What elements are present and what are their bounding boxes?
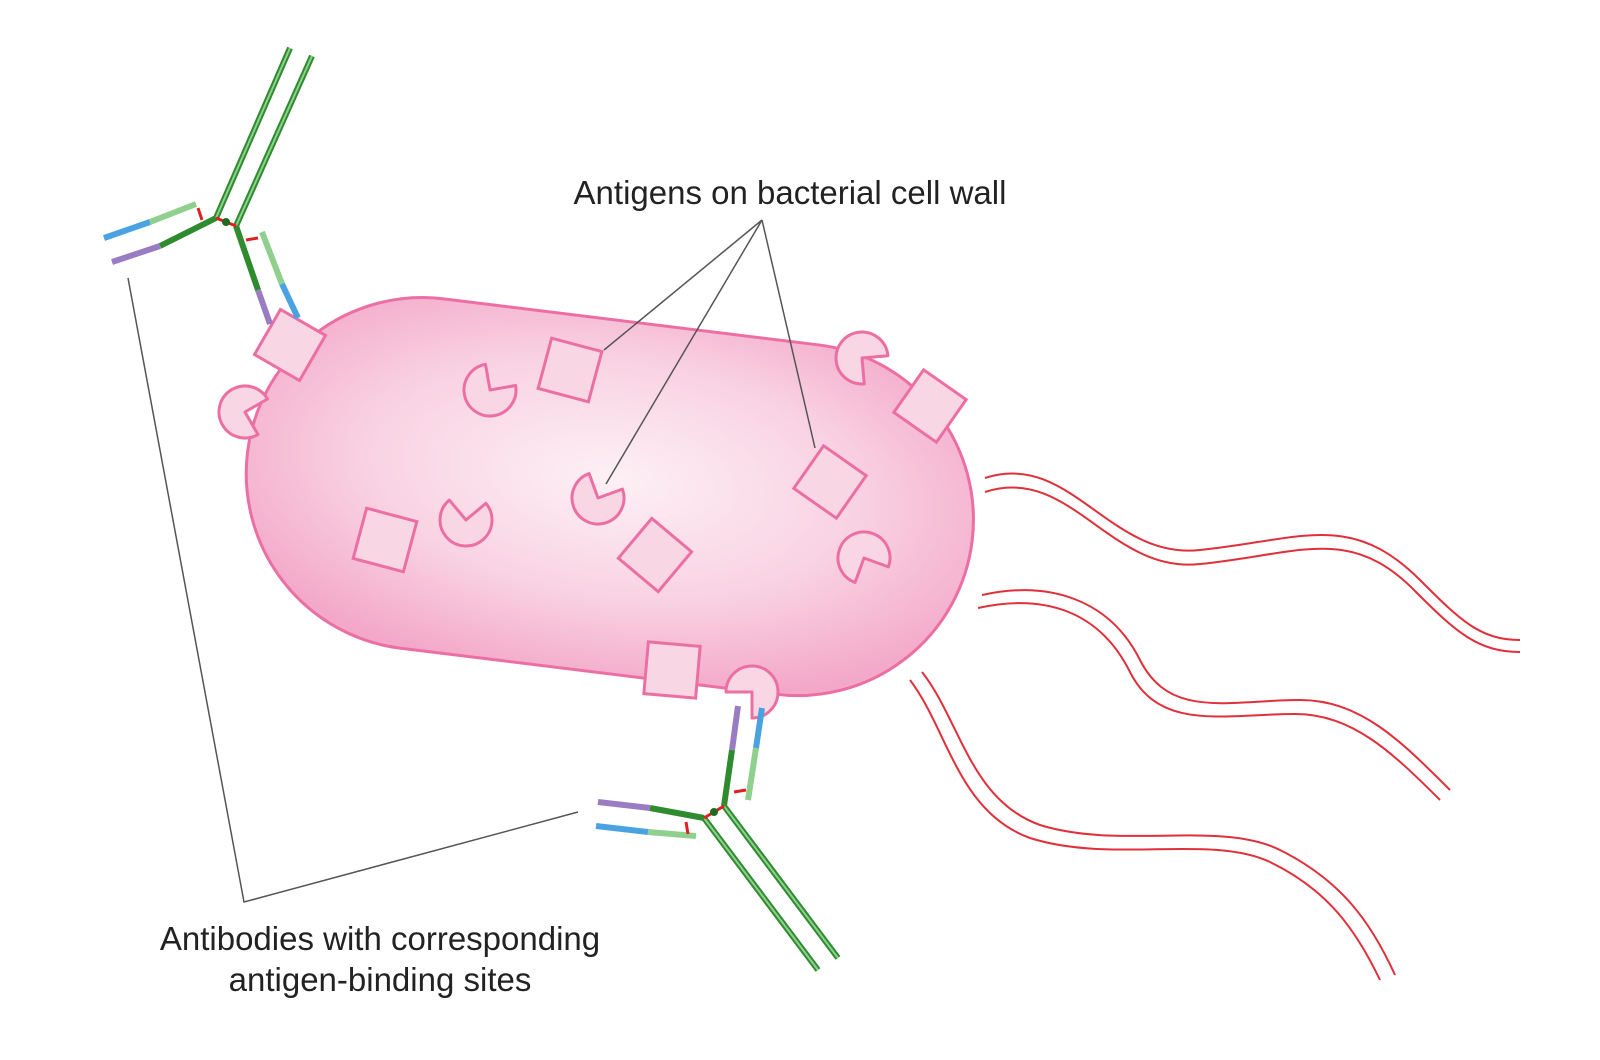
- light-chain: [259, 230, 285, 286]
- antibodies-label-line1: Antibodies with corresponding: [159, 920, 601, 957]
- flagella: [909, 472, 1521, 981]
- variable-region: [255, 289, 273, 325]
- flagellum: [981, 589, 1451, 791]
- hinge: [710, 808, 718, 816]
- variable-region: [103, 219, 151, 241]
- square-antigen: [791, 443, 869, 521]
- square-antigen: [252, 307, 328, 383]
- flagellum: [909, 679, 1381, 981]
- pacman-antigen: [724, 664, 780, 720]
- heavy-chain: [233, 225, 261, 291]
- pacman-antigen: [570, 472, 626, 526]
- light-chain: [148, 201, 198, 225]
- leader-line: [603, 219, 763, 351]
- pacman-antigen: [834, 330, 890, 386]
- variable-region: [111, 243, 161, 265]
- heavy-chain: [215, 47, 291, 219]
- heavy-chain: [235, 55, 313, 227]
- variable-region: [279, 282, 301, 320]
- flagellum: [984, 486, 1521, 653]
- heavy-chain: [721, 749, 735, 807]
- heavy-chain: [723, 805, 839, 959]
- variable-region: [729, 705, 741, 751]
- square-antigen: [351, 506, 419, 574]
- flagellum: [921, 671, 1396, 976]
- leader-line: [605, 219, 763, 485]
- antibody-lower: [595, 705, 841, 972]
- antigens-label: Antigens on bacterial cell wall: [573, 174, 1007, 211]
- disulfide-bond: [684, 821, 690, 835]
- antigens-round: [217, 330, 892, 720]
- heavy-chain: [158, 215, 218, 249]
- disulfide-bond: [196, 207, 204, 221]
- antibodies-label: Antibodies with corresponding antigen-bi…: [110, 918, 650, 1001]
- pacman-antigen: [836, 530, 892, 584]
- antibody-upper: [103, 46, 315, 325]
- square-antigen: [891, 367, 969, 445]
- pacman-antigen: [462, 362, 518, 418]
- variable-region: [597, 799, 651, 811]
- heavy-chain: [703, 817, 819, 971]
- disulfide-bond: [733, 788, 747, 794]
- leader-line: [761, 219, 816, 449]
- heavy-chain: [649, 805, 705, 821]
- light-chain: [745, 747, 759, 801]
- leader-line: [127, 277, 579, 903]
- antigens: [252, 307, 969, 700]
- pacman-antigen: [438, 498, 494, 548]
- variable-region: [595, 823, 649, 835]
- hinge: [222, 218, 230, 226]
- light-chain: [647, 829, 697, 839]
- flagellum: [977, 602, 1441, 801]
- antigens-leader-lines: [603, 219, 816, 485]
- antibodies-leader-lines: [127, 277, 579, 903]
- antibodies-label-line2: antigen-binding sites: [228, 961, 532, 999]
- square-antigen: [642, 640, 702, 700]
- flagellum: [984, 472, 1521, 641]
- square-antigen: [616, 516, 694, 594]
- disulfide-bond: [245, 236, 259, 242]
- square-antigen: [536, 336, 604, 404]
- variable-region: [753, 707, 765, 749]
- pacman-antigen: [217, 384, 270, 440]
